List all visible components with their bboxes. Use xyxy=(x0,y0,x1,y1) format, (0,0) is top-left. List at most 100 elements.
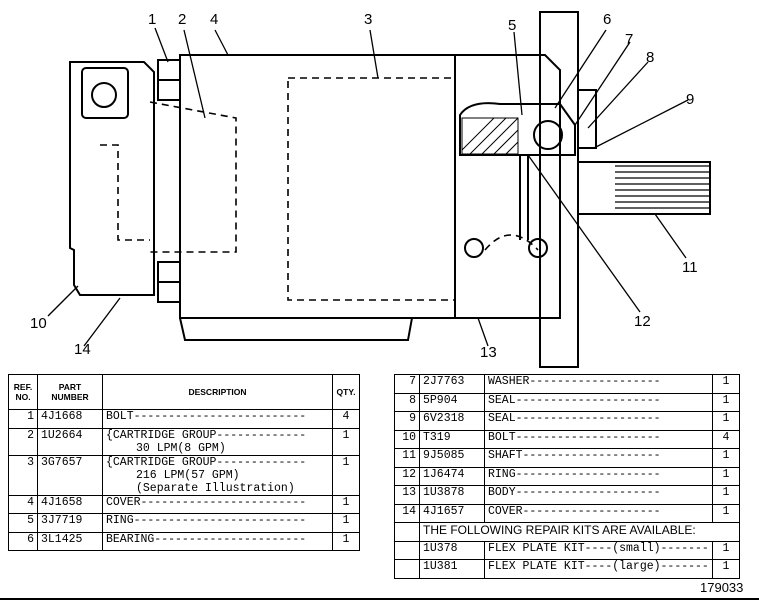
part-number: 3G7657 xyxy=(37,454,103,496)
description: BEARING---------------------- xyxy=(102,531,333,551)
description: FLEX PLATE KIT----(small)------- xyxy=(484,540,713,560)
description-line-3: (Separate Illustration) xyxy=(136,481,295,495)
callout-12: 12 xyxy=(634,313,651,330)
description: BOLT------------------------- xyxy=(102,409,333,429)
description: SHAFT-------------------- xyxy=(484,448,713,468)
table-row: 1U378 FLEX PLATE KIT----(small)------- 1 xyxy=(394,540,740,560)
cover-inner-hidden xyxy=(100,144,150,241)
drive-shaft xyxy=(577,161,711,215)
ref-no: 1 xyxy=(8,409,38,429)
description: BOLT--------------------- xyxy=(484,429,713,449)
table-row: 2 1U2664 {CARTRIDGE GROUP------------- 3… xyxy=(8,427,360,456)
part-number: 3L1425 xyxy=(37,531,103,551)
table-row: 6 3L1425 BEARING---------------------- 1 xyxy=(8,531,360,551)
description: SEAL--------------------- xyxy=(484,392,713,412)
ref-no: 14 xyxy=(394,503,420,523)
callout-8: 8 xyxy=(646,49,654,66)
callout-11: 11 xyxy=(682,259,698,276)
parts-table-right: 7 2J7763 WASHER------------------- 1 8 5… xyxy=(394,374,740,579)
leader-13 xyxy=(477,317,489,347)
table-row: 5 3J7719 RING------------------------- 1 xyxy=(8,513,360,533)
quantity: 1 xyxy=(712,411,740,431)
callout-3: 3 xyxy=(364,11,372,28)
part-number: 1J6474 xyxy=(419,466,485,486)
figure-number: 179033 xyxy=(700,580,744,595)
leader-8 xyxy=(587,61,649,129)
quantity: 1 xyxy=(712,503,740,523)
description-line-2: 30 LPM(8 GPM) xyxy=(136,441,226,455)
cover-port xyxy=(91,82,117,108)
ref-no: 11 xyxy=(394,448,420,468)
part-number: 5P904 xyxy=(419,392,485,412)
quantity: 1 xyxy=(712,466,740,486)
cartridge-30lpm-hidden xyxy=(149,101,237,253)
table-row: 9 6V2318 SEAL--------------------- 1 xyxy=(394,411,740,431)
header-desc: DESCRIPTION xyxy=(102,374,333,410)
quantity: 1 xyxy=(332,454,360,496)
table-row: 8 5P904 SEAL--------------------- 1 xyxy=(394,392,740,412)
ref-no: 9 xyxy=(394,411,420,431)
description: SEAL--------------------- xyxy=(484,411,713,431)
cover-flange xyxy=(81,67,129,119)
flange-hole-top xyxy=(464,238,484,258)
callout-2: 2 xyxy=(178,11,186,28)
table-row: 13 1U3878 BODY--------------------- 1 xyxy=(394,485,740,505)
part-number: 1U2664 xyxy=(37,427,103,456)
description: COVER------------------------ xyxy=(102,494,333,514)
leader-2 xyxy=(183,29,206,119)
description: RING--------------------- xyxy=(484,466,713,486)
part-number: 1U378 xyxy=(419,540,485,560)
description: {CARTRIDGE GROUP------------- 216 LPM(57… xyxy=(102,454,333,496)
quantity: 1 xyxy=(712,448,740,468)
hatched-section xyxy=(461,117,519,155)
callout-6: 6 xyxy=(603,11,611,28)
description: FLEX PLATE KIT----(large)------- xyxy=(484,559,713,579)
bottom-rule xyxy=(0,598,759,600)
part-number: 3J7719 xyxy=(37,513,103,533)
table-row: 4 4J1658 COVER------------------------ 1 xyxy=(8,494,360,514)
table-row: 1 4J1668 BOLT------------------------- 4 xyxy=(8,409,360,429)
pump-body xyxy=(179,54,561,319)
quantity: 1 xyxy=(712,559,740,579)
description-line-1: {CARTRIDGE GROUP------------- xyxy=(106,455,307,469)
description: BODY--------------------- xyxy=(484,485,713,505)
part-number: 9J5085 xyxy=(419,448,485,468)
callout-7: 7 xyxy=(625,31,633,48)
body-port-hidden xyxy=(484,234,539,251)
quantity: 1 xyxy=(332,531,360,551)
description: RING------------------------- xyxy=(102,513,333,533)
description: WASHER------------------- xyxy=(484,374,713,394)
part-number: T319 xyxy=(419,429,485,449)
ref-no: 13 xyxy=(394,485,420,505)
leader-12 xyxy=(527,154,641,313)
quantity: 1 xyxy=(712,485,740,505)
part-number: 6V2318 xyxy=(419,411,485,431)
leader-6 xyxy=(554,29,607,109)
header-qty: QTY. xyxy=(332,374,360,410)
part-number: 4J1657 xyxy=(419,503,485,523)
description: {CARTRIDGE GROUP------------- 30 LPM(8 G… xyxy=(102,427,333,456)
part-number: 1U381 xyxy=(419,559,485,579)
part-number: 2J7763 xyxy=(419,374,485,394)
leader-14 xyxy=(83,297,121,347)
leader-10 xyxy=(47,285,79,317)
table-row: 11 9J5085 SHAFT-------------------- 1 xyxy=(394,448,740,468)
body-foot xyxy=(179,317,413,341)
callout-5: 5 xyxy=(508,17,516,34)
leader-3 xyxy=(369,29,379,79)
ref-no: 3 xyxy=(8,454,38,496)
leader-7 xyxy=(574,41,631,126)
ref-no: 10 xyxy=(394,429,420,449)
table-row: 7 2J7763 WASHER------------------- 1 xyxy=(394,374,740,394)
pump-exploded-drawing: 1 2 4 3 5 6 7 8 9 10 14 13 12 11 xyxy=(30,11,711,368)
ref-no: 5 xyxy=(8,513,38,533)
quantity: 1 xyxy=(332,427,360,456)
quantity: 1 xyxy=(332,494,360,514)
quantity: 1 xyxy=(712,392,740,412)
seal-retainer xyxy=(577,89,597,149)
callout-14: 14 xyxy=(74,341,91,358)
left-cover xyxy=(69,61,155,296)
description-line-1: {CARTRIDGE GROUP------------- xyxy=(106,428,307,442)
table-row: 12 1J6474 RING--------------------- 1 xyxy=(394,466,740,486)
quantity: 4 xyxy=(712,429,740,449)
